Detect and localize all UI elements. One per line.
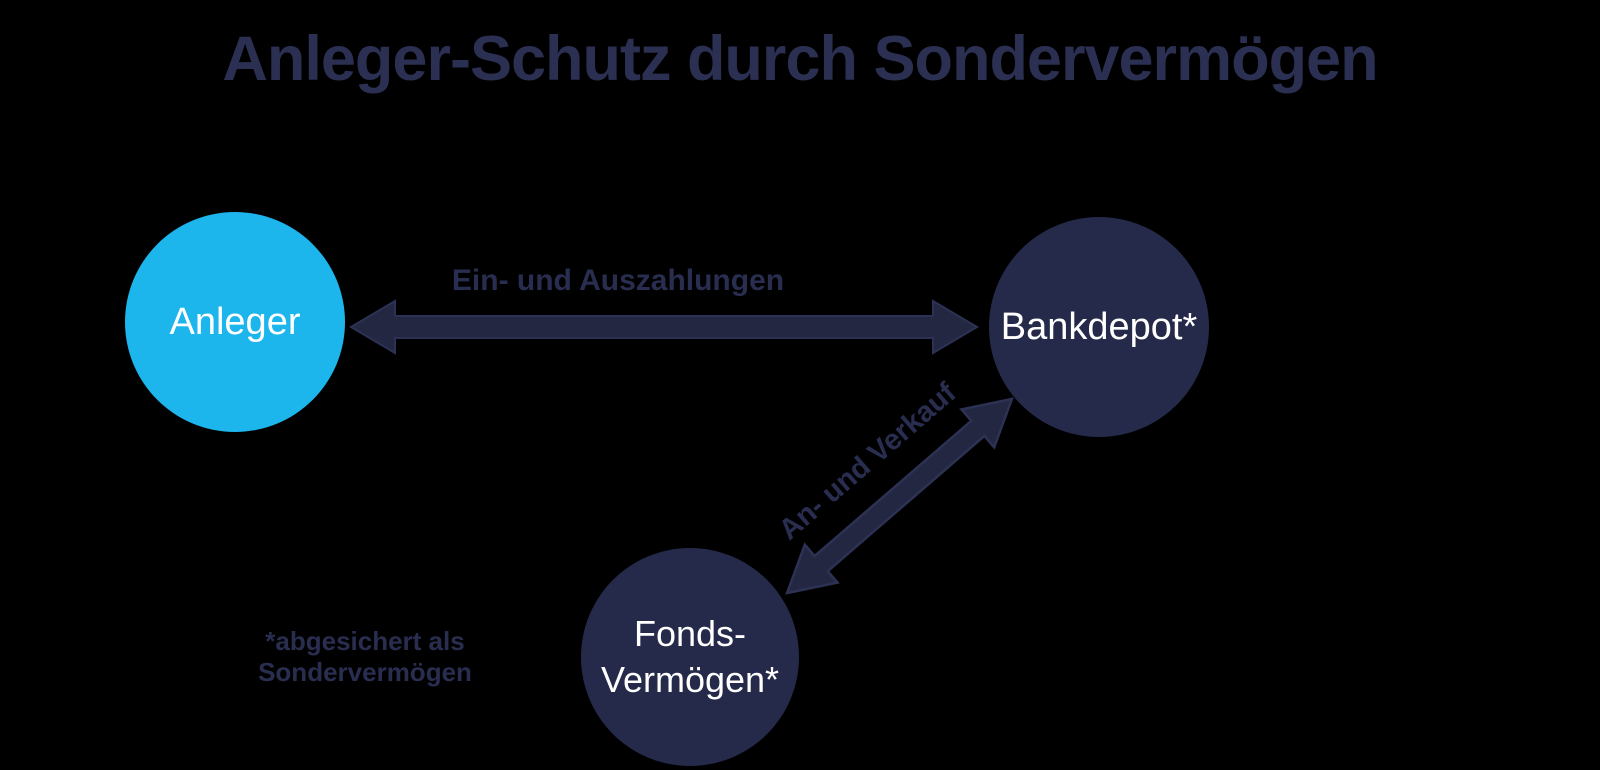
- node-fonds: Fonds- Vermögen*: [581, 548, 799, 766]
- node-anleger: Anleger: [125, 212, 345, 432]
- footnote-line1: *abgesichert als: [265, 626, 465, 656]
- edge-label-ein-und-auszahlungen: Ein- und Auszahlungen: [451, 264, 785, 297]
- ein-und-auszahlungen-arrow: [349, 299, 979, 355]
- diagram-title: Anleger-Schutz durch Sondervermögen: [222, 24, 1378, 94]
- edge-label-an-und-verkauf: An- und Verkauf: [773, 376, 963, 547]
- footnote-line2: Sondervermögen: [258, 657, 472, 687]
- node-fonds-label-line2: Vermögen*: [600, 659, 780, 700]
- node-bankdepot-label: Bankdepot*: [1000, 305, 1198, 348]
- footnote: *abgesichert als Sondervermögen: [258, 626, 472, 688]
- node-bankdepot: Bankdepot*: [989, 217, 1209, 437]
- node-anleger-label: Anleger: [169, 300, 301, 343]
- node-fonds-label-line1: Fonds-: [633, 613, 747, 654]
